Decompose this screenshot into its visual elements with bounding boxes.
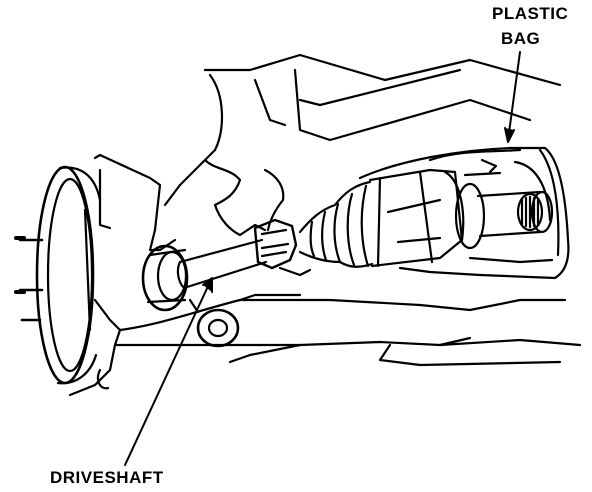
steering-knuckle [68, 153, 177, 397]
driveshaft-label: DRIVESHAFT [50, 468, 164, 487]
driveshaft-bar [176, 238, 268, 290]
shaft-damper [253, 218, 312, 277]
transaxle-case [203, 158, 285, 237]
outboard-cv-joint [141, 244, 189, 312]
plastic-bag [358, 146, 570, 280]
chassis-frame [163, 53, 562, 207]
plastic-bag-label-line1: PLASTIC [492, 4, 569, 23]
inboard-cv-housing [368, 168, 486, 268]
brake-rotor [14, 165, 102, 385]
inboard-boot [298, 180, 374, 268]
arm-bushing [188, 298, 240, 348]
plastic-bag-label-line2: BAG [501, 29, 541, 48]
leader-lines [124, 51, 521, 466]
spline-stub [476, 190, 554, 238]
lower-arm [113, 293, 582, 367]
